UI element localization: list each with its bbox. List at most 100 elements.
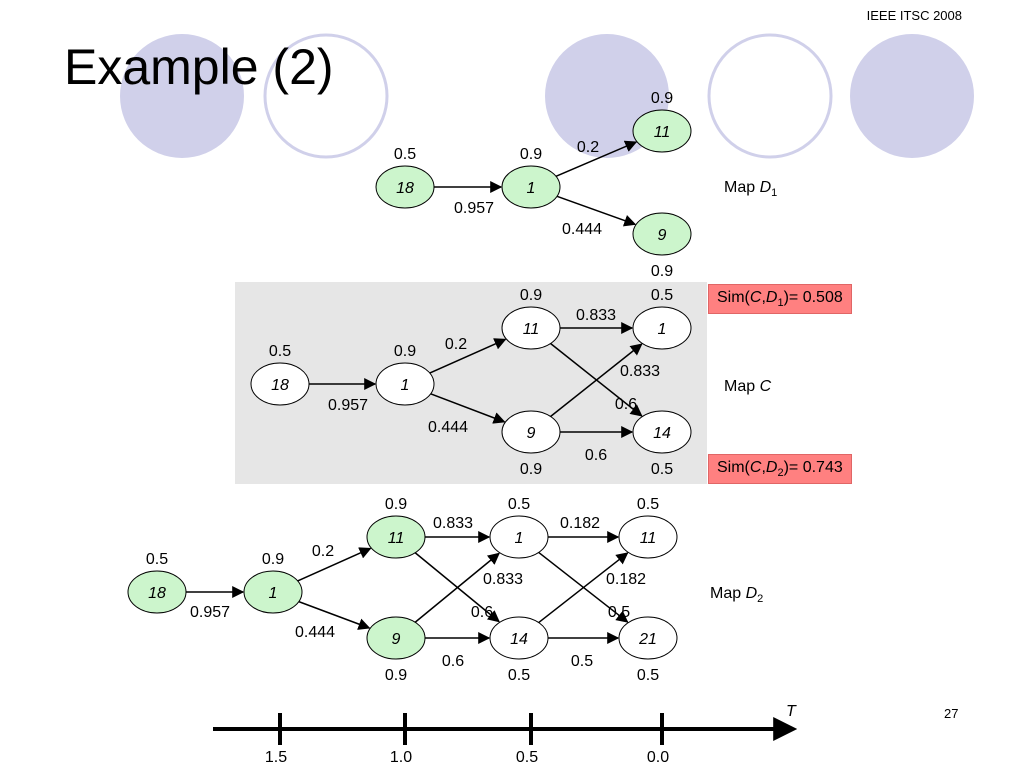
edge-weight: 0.5 — [571, 653, 593, 670]
node-id: 1 — [527, 180, 536, 197]
edge-arrow — [414, 552, 500, 623]
node-id: 9 — [392, 631, 401, 648]
edge-weight: 0.2 — [312, 543, 334, 560]
map-c-graph: 0.9570.20.4440.8330.60.8330.6180.510.911… — [250, 287, 692, 478]
map-d2-graph: 0.957 0.2 0.444 0.833 0.6 0.833 0.6 0.182 0.5 0.1… — [127, 496, 678, 684]
map-d2-label: Map D2 — [710, 585, 763, 605]
slide-title: Example (2) — [64, 39, 334, 95]
map-node — [489, 515, 549, 559]
edge-weight: 0.6 — [471, 604, 493, 621]
map-node — [632, 212, 692, 256]
map-node — [632, 109, 692, 153]
edge-weight: 0.5 — [608, 604, 630, 621]
node-probability: 0.9 — [262, 551, 284, 568]
edge-arrow — [298, 600, 371, 630]
node-probability: 0.9 — [385, 667, 407, 684]
map-node — [501, 165, 561, 209]
map-node — [618, 616, 678, 660]
map-node — [501, 410, 561, 454]
map-node — [366, 515, 426, 559]
edge-weight: 0.6 — [615, 396, 637, 413]
sim-c-d1-box: Sim(C,D1)= 0.508 — [708, 284, 852, 315]
node-probability: 0.9 — [520, 461, 542, 478]
node-probability: 0.5 — [508, 667, 530, 684]
node-id: 11 — [654, 124, 671, 141]
map-node — [632, 306, 692, 350]
timeline-tick-label: 1.5 — [265, 749, 287, 766]
node-probability: 0.5 — [269, 343, 291, 360]
edge-weight: 0.957 — [454, 200, 494, 217]
map-d1-label: Map D1 — [724, 179, 777, 199]
deco-circle — [120, 34, 244, 158]
map-node — [366, 616, 426, 660]
map-node — [489, 616, 549, 660]
node-id: 1 — [269, 585, 278, 602]
map-node — [375, 165, 435, 209]
node-id: 9 — [527, 425, 536, 442]
map-c-label: Map C — [724, 378, 772, 395]
node-id: 18 — [148, 585, 166, 602]
node-probability: 0.5 — [637, 667, 659, 684]
node-probability: 0.5 — [651, 287, 673, 304]
edge-weight: 0.444 — [295, 624, 335, 641]
node-id: 14 — [653, 425, 671, 442]
edge-weight: 0.182 — [560, 515, 600, 532]
edge-weight: 0.833 — [620, 363, 660, 380]
node-id: 1 — [401, 377, 410, 394]
edge-weight: 0.833 — [576, 307, 616, 324]
deco-circle — [263, 33, 389, 159]
node-id: 21 — [638, 631, 657, 648]
map-node — [618, 515, 678, 559]
node-probability: 0.9 — [520, 146, 542, 163]
map-d1-graph: 0.957 0.2 0.444 18 0.5 1 0.9 11 0.9 9 0.9 — [375, 90, 692, 280]
node-probability: 0.9 — [651, 90, 673, 107]
edge-weight: 0.833 — [483, 571, 523, 588]
node-id: 18 — [271, 377, 289, 394]
deco-circle — [850, 34, 974, 158]
node-id: 18 — [396, 180, 414, 197]
node-id: 14 — [510, 631, 528, 648]
edge-weight: 0.6 — [442, 653, 464, 670]
map-c-panel — [235, 282, 707, 484]
timeline-tick-label: 0.5 — [516, 749, 538, 766]
edge-weight: 0.2 — [445, 336, 467, 353]
timeline-tick-label: 0.0 — [647, 749, 669, 766]
map-node — [127, 570, 187, 614]
map-node — [243, 570, 303, 614]
map-node — [632, 410, 692, 454]
node-probability: 0.9 — [651, 263, 673, 280]
node-probability: 0.5 — [508, 496, 530, 513]
edge-arrow — [550, 343, 643, 418]
node-probability: 0.9 — [385, 496, 407, 513]
edge-weight: 0.444 — [562, 221, 602, 238]
edge-weight: 0.182 — [606, 571, 646, 588]
node-id: 1 — [658, 321, 667, 338]
page-number: 27 — [944, 706, 959, 721]
edge-arrow — [429, 338, 507, 374]
edge-arrow — [555, 140, 638, 178]
map-node — [501, 306, 561, 350]
node-probability: 0.5 — [637, 496, 659, 513]
node-id: 11 — [388, 530, 405, 547]
node-probability: 0.5 — [146, 551, 168, 568]
map-node — [250, 362, 310, 406]
sim-c-d2-box: Sim(C,D2)= 0.743 — [708, 454, 852, 485]
edge-weight: 0.833 — [433, 515, 473, 532]
node-probability: 0.9 — [394, 343, 416, 360]
edge-weight: 0.444 — [428, 419, 468, 436]
node-id: 11 — [640, 530, 657, 547]
edge-weight: 0.957 — [190, 604, 230, 621]
header-tag: IEEE ITSC 2008 — [866, 8, 962, 23]
edge-arrow — [297, 547, 372, 582]
node-probability: 0.5 — [394, 146, 416, 163]
node-id: 1 — [515, 530, 524, 547]
node-id: 9 — [658, 227, 667, 244]
edge-weight: 0.2 — [577, 139, 599, 156]
edge-arrow — [538, 552, 629, 624]
edge-weight: 0.6 — [585, 447, 607, 464]
deco-circle — [707, 33, 833, 159]
edge-arrow — [556, 195, 637, 227]
